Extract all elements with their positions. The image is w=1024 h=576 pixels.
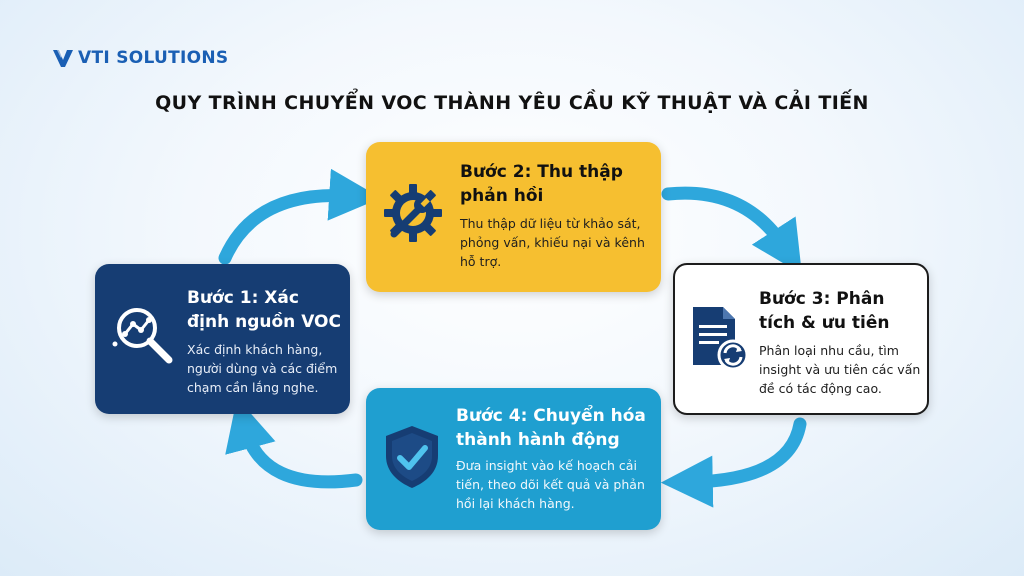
step-3-description: Phân loại nhu cầu, tìm insight và ưu tiê… (759, 343, 921, 396)
arrow-step2-to-step3 (661, 186, 802, 275)
page-title: QUY TRÌNH CHUYỂN VOC THÀNH YÊU CẦU KỸ TH… (155, 92, 869, 114)
brand-logo: VTI SOLUTIONS (52, 46, 228, 70)
step-3-card: Bước 3: Phân tích & ưu tiên Phân loại nh… (673, 263, 929, 415)
step-4-description: Đưa insight vào kế hoạch cải tiến, theo … (456, 458, 645, 511)
step-1-card: Bước 1: Xác định nguồn VOC Xác định khác… (95, 264, 350, 414)
step-1-title: Bước 1: Xác định nguồn VOC (187, 288, 341, 332)
arrow-step3-to-step4 (660, 417, 807, 508)
step-1-description: Xác định khách hàng, người dùng và các đ… (187, 342, 338, 395)
step-4-card: Bước 4: Chuyển hóa thành hành động Đưa i… (366, 388, 661, 530)
step-4-title: Bước 4: Chuyển hóa thành hành động (456, 406, 646, 450)
step-2-card: Bước 2: Thu thập phản hồi Thu thập dữ li… (366, 142, 661, 292)
step-2-description: Thu thập dữ liệu từ khảo sát, phỏng vấn,… (460, 216, 645, 269)
gear-wrench-icon (384, 184, 442, 242)
arrow-step4-to-step1 (225, 397, 363, 489)
step-2-title: Bước 2: Thu thập phản hồi (460, 162, 623, 206)
shield-check-icon (386, 426, 438, 488)
magnifier-chart-icon (112, 308, 173, 364)
document-refresh-icon (693, 307, 749, 371)
vti-logo-icon (53, 50, 73, 67)
arrow-step1-to-step2 (218, 168, 382, 265)
step-3-title: Bước 3: Phân tích & ưu tiên (759, 289, 890, 333)
brand-name: VTI SOLUTIONS (78, 48, 229, 68)
